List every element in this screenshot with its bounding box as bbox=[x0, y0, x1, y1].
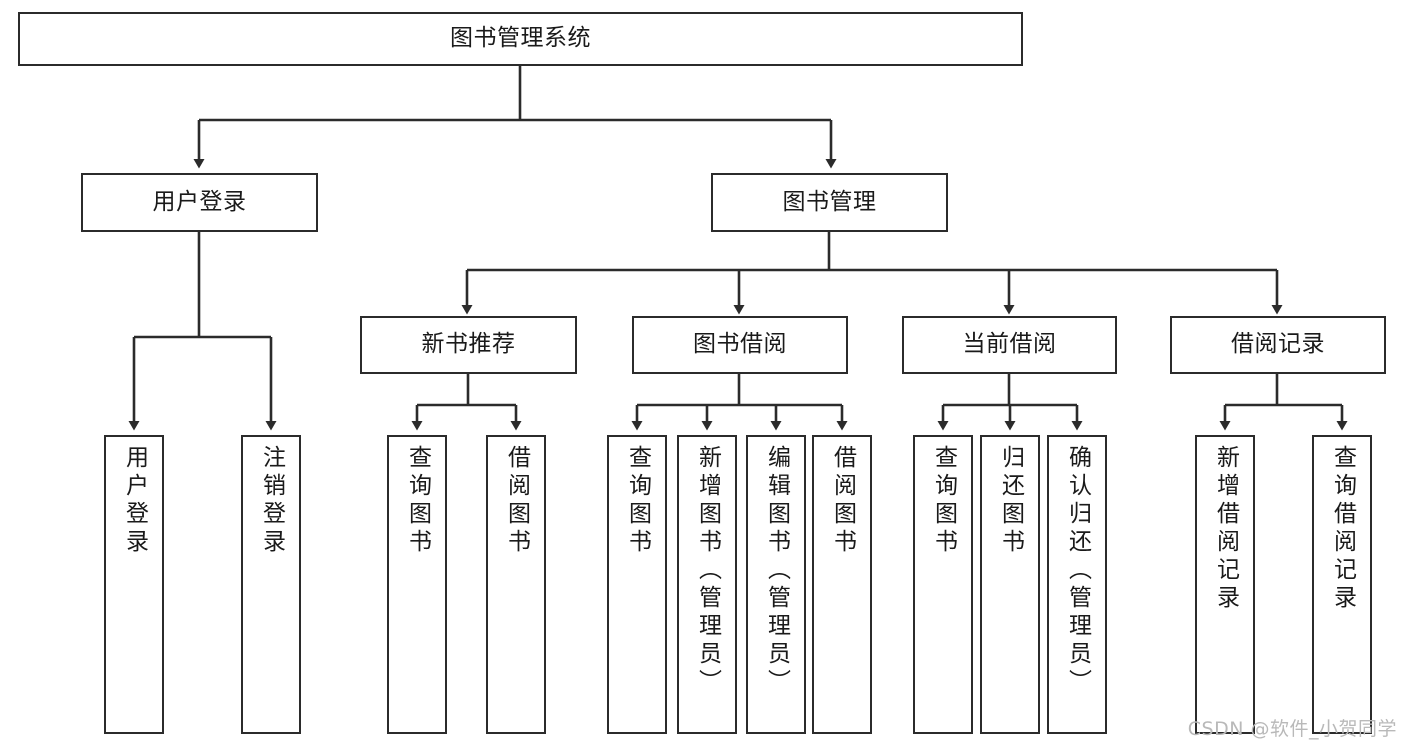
node-root-system[interactable]: 图书管理系统 bbox=[18, 12, 1023, 66]
leaf-current-borrow-return[interactable]: 归还图书 bbox=[980, 435, 1040, 734]
leaf-new-book-query[interactable]: 查询图书 bbox=[387, 435, 447, 734]
watermark-text: CSDN @软件_小贺同学 bbox=[1187, 718, 1397, 740]
node-label: 归还图书 bbox=[997, 445, 1024, 557]
leaf-borrow-record-add[interactable]: 新增借阅记录 bbox=[1195, 435, 1255, 734]
node-book-management[interactable]: 图书管理 bbox=[711, 173, 948, 232]
node-label: 图书借阅 bbox=[693, 331, 787, 358]
node-user-login[interactable]: 用户登录 bbox=[81, 173, 318, 232]
node-label: 查询借阅记录 bbox=[1329, 445, 1356, 613]
node-label: 借阅图书 bbox=[829, 445, 856, 557]
leaf-current-borrow-confirm-return[interactable]: 确认归还（管理员） bbox=[1047, 435, 1107, 734]
node-label: 图书管理系统 bbox=[450, 25, 591, 52]
leaf-book-borrow-borrow[interactable]: 借阅图书 bbox=[812, 435, 872, 734]
leaf-book-borrow-add[interactable]: 新增图书（管理员） bbox=[677, 435, 737, 734]
node-label: 新增借阅记录 bbox=[1212, 445, 1239, 613]
node-label: 查询图书 bbox=[930, 445, 957, 557]
node-label: 注销登录 bbox=[258, 445, 285, 557]
leaf-user-login-logout[interactable]: 注销登录 bbox=[241, 435, 301, 734]
node-label: 当前借阅 bbox=[962, 331, 1057, 358]
node-label: 用户登录 bbox=[121, 445, 148, 557]
leaf-user-login-login[interactable]: 用户登录 bbox=[104, 435, 164, 734]
node-label: 借阅图书 bbox=[503, 445, 530, 557]
node-label: 确认归还（管理员） bbox=[1064, 445, 1091, 697]
node-label: 编辑图书（管理员） bbox=[763, 445, 790, 697]
node-borrow-record[interactable]: 借阅记录 bbox=[1170, 316, 1386, 374]
node-label: 用户登录 bbox=[152, 188, 247, 215]
leaf-book-borrow-edit[interactable]: 编辑图书（管理员） bbox=[746, 435, 806, 734]
leaf-new-book-borrow[interactable]: 借阅图书 bbox=[486, 435, 546, 734]
node-label: 新增图书（管理员） bbox=[694, 445, 721, 697]
node-label: 图书管理 bbox=[782, 188, 877, 215]
node-new-book-recommend[interactable]: 新书推荐 bbox=[360, 316, 577, 374]
node-book-borrow[interactable]: 图书借阅 bbox=[632, 316, 848, 374]
node-label: 借阅记录 bbox=[1231, 331, 1325, 358]
leaf-book-borrow-query[interactable]: 查询图书 bbox=[607, 435, 667, 734]
node-label: 新书推荐 bbox=[421, 331, 516, 358]
node-current-borrow[interactable]: 当前借阅 bbox=[902, 316, 1117, 374]
leaf-current-borrow-query[interactable]: 查询图书 bbox=[913, 435, 973, 734]
node-label: 查询图书 bbox=[624, 445, 651, 557]
node-label: 查询图书 bbox=[404, 445, 431, 557]
leaf-borrow-record-query[interactable]: 查询借阅记录 bbox=[1312, 435, 1372, 734]
